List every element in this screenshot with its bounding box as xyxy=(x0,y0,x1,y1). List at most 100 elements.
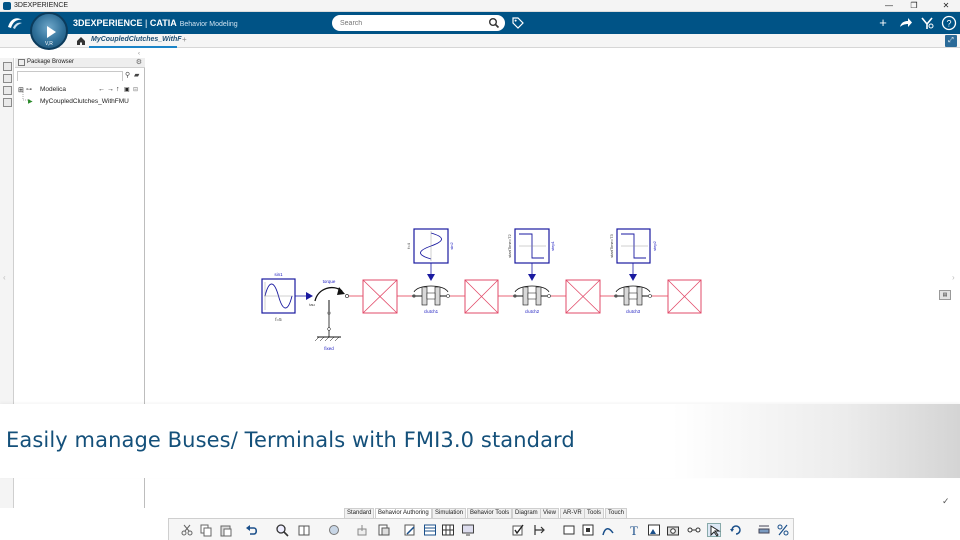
clutch2-block[interactable] xyxy=(513,285,551,306)
layers-toggle-icon[interactable] xyxy=(3,74,12,83)
connector-icon[interactable] xyxy=(687,523,701,537)
panel-collapse-icon[interactable]: ‹ xyxy=(138,51,140,57)
home-icon[interactable] xyxy=(76,36,86,46)
document-tab-strip: MyCoupledClutches_WithF + ⤢ xyxy=(0,34,960,48)
ds-logo-icon[interactable] xyxy=(6,15,24,31)
cut-icon[interactable] xyxy=(180,523,194,537)
tab-simulation[interactable]: Simulation xyxy=(432,508,467,518)
right-panel-arrow-icon[interactable]: › xyxy=(952,273,955,282)
torque-block[interactable] xyxy=(314,287,349,315)
step1-block[interactable] xyxy=(514,228,550,264)
document-icon[interactable] xyxy=(377,523,391,537)
inertia-1[interactable] xyxy=(362,279,398,314)
tree-item-modelica[interactable]: Modelica xyxy=(40,86,67,93)
search-box[interactable] xyxy=(332,15,505,31)
tag-icon[interactable] xyxy=(511,16,525,30)
add-tab-button[interactable]: + xyxy=(182,35,187,44)
sin2-block[interactable] xyxy=(413,228,449,264)
caption-text: Easily manage Buses/ Terminals with FMI3… xyxy=(6,428,575,452)
signal-arrow-sin2 xyxy=(427,274,435,281)
tab-document[interactable]: MyCoupledClutches_WithF xyxy=(91,36,182,43)
brand-main: 3DEXPERIENCE xyxy=(73,18,143,28)
tree-item-model[interactable]: MyCoupledClutches_WithFMU xyxy=(40,98,129,105)
package-search-input[interactable] xyxy=(18,80,122,88)
play-icon[interactable] xyxy=(47,26,56,38)
inertia-2[interactable] xyxy=(464,279,499,314)
paste-icon[interactable] xyxy=(219,523,233,537)
zoom-icon[interactable] xyxy=(275,523,289,537)
remove-icon[interactable]: ⊟ xyxy=(133,87,139,93)
package-search-icon[interactable]: ⚲ xyxy=(125,72,131,79)
apps-icon[interactable] xyxy=(919,15,935,31)
camera-icon[interactable] xyxy=(666,523,680,537)
inertia-3[interactable] xyxy=(565,279,601,314)
clutch3-block[interactable] xyxy=(614,285,652,306)
move-up-icon[interactable]: ↑ xyxy=(116,86,120,93)
draw-icon[interactable] xyxy=(601,523,615,537)
checkmark-icon[interactable]: ✓ xyxy=(942,496,950,506)
move-left-icon[interactable]: ← xyxy=(98,86,105,93)
tab-behavior-authoring[interactable]: Behavior Authoring xyxy=(375,508,432,518)
image-icon[interactable] xyxy=(647,523,661,537)
new-package-icon[interactable]: ▣ xyxy=(124,87,130,93)
component-icon[interactable] xyxy=(327,523,341,537)
compass-widget[interactable]: V,R xyxy=(30,12,68,50)
step2-label: step2 xyxy=(652,240,657,251)
tab-diagram[interactable]: Diagram xyxy=(512,508,541,518)
svg-text:?: ? xyxy=(946,19,951,29)
table-icon[interactable] xyxy=(423,523,437,537)
move-right-icon[interactable]: → xyxy=(107,86,114,93)
tab-touch[interactable]: Touch xyxy=(605,508,628,518)
sin1-block[interactable] xyxy=(261,278,296,314)
book-icon[interactable] xyxy=(297,523,311,537)
search-icon[interactable] xyxy=(488,17,500,29)
left-panel-arrow-icon[interactable]: ‹ xyxy=(3,273,6,282)
tab-tools[interactable]: Tools xyxy=(584,508,605,518)
screen-icon[interactable] xyxy=(461,523,475,537)
step2-block[interactable] xyxy=(616,228,651,264)
fixed-label: fixed xyxy=(324,346,334,351)
package-search[interactable] xyxy=(17,71,123,88)
add-icon[interactable]: + xyxy=(879,15,887,30)
inertia-4[interactable] xyxy=(667,279,702,314)
export-icon[interactable] xyxy=(355,523,369,537)
tab-view[interactable]: View xyxy=(540,508,559,518)
share-icon[interactable] xyxy=(897,15,913,31)
percent-icon[interactable] xyxy=(776,523,790,537)
branch-icon[interactable] xyxy=(532,523,546,537)
package-filter-icon[interactable]: ▰ xyxy=(134,72,140,79)
fixed-block[interactable] xyxy=(314,314,341,342)
copy-icon[interactable] xyxy=(199,523,213,537)
library-toggle-icon[interactable] xyxy=(3,98,12,107)
rotate-icon[interactable] xyxy=(729,523,743,537)
diagram-svg[interactable]: sin1 f=5 torque tau xyxy=(146,48,960,508)
rectangle-icon[interactable] xyxy=(562,523,576,537)
select-icon[interactable] xyxy=(707,523,721,537)
browser-toggle-icon[interactable] xyxy=(3,62,12,71)
gear-icon[interactable]: ⚙ xyxy=(135,59,142,66)
check-icon[interactable] xyxy=(511,523,525,537)
clutch1-block[interactable] xyxy=(412,285,450,306)
undo-icon[interactable] xyxy=(245,523,259,537)
sin2-label: sin2 xyxy=(449,242,454,250)
close-button[interactable]: ✕ xyxy=(942,1,950,10)
transform-icon[interactable] xyxy=(757,523,771,537)
sin2-param: f=4 xyxy=(406,242,411,248)
grid-icon[interactable] xyxy=(441,523,455,537)
frame-icon[interactable] xyxy=(581,523,595,537)
edit-icon[interactable] xyxy=(403,523,417,537)
tab-ar-vr[interactable]: AR-VR xyxy=(560,508,585,518)
comment-icon[interactable]: ▤ xyxy=(939,290,951,300)
tab-behavior-tools[interactable]: Behavior Tools xyxy=(467,508,513,518)
text-icon[interactable]: T xyxy=(627,523,641,538)
help-icon[interactable]: ? xyxy=(941,15,957,31)
fullscreen-icon[interactable]: ⤢ xyxy=(945,35,957,47)
tab-standard[interactable]: Standard xyxy=(344,508,375,518)
tree-expand-icon[interactable]: ⊞ xyxy=(18,87,24,94)
minimize-button[interactable]: — xyxy=(885,1,893,10)
restore-button[interactable]: ❐ xyxy=(910,1,918,10)
search-input[interactable] xyxy=(340,17,480,29)
left-tool-strip xyxy=(0,58,14,508)
properties-toggle-icon[interactable] xyxy=(3,86,12,95)
